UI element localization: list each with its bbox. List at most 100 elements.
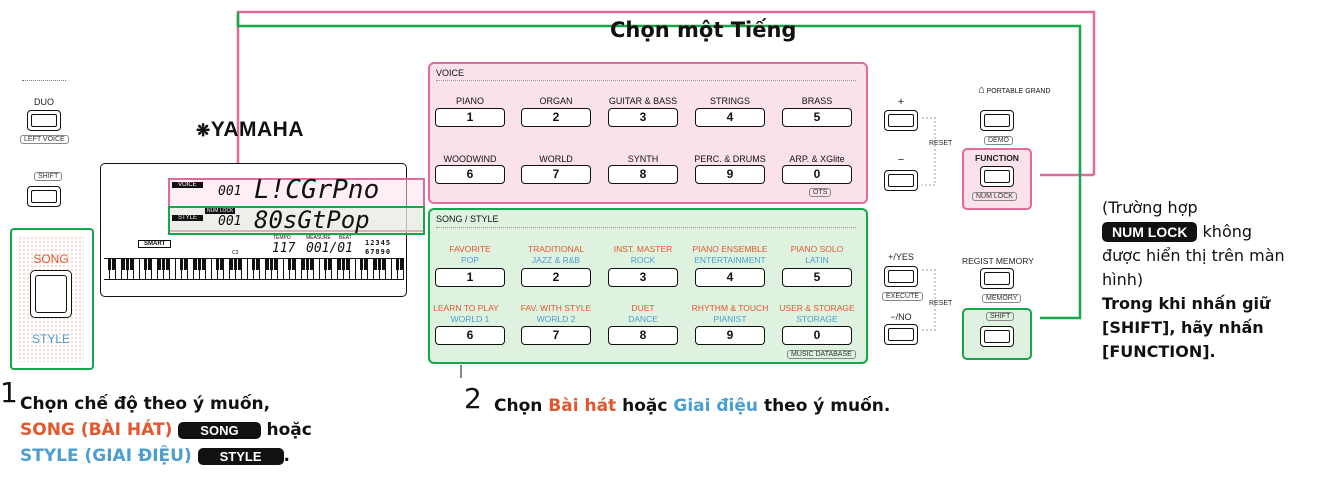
smart-badge: SMART — [138, 240, 172, 248]
divider — [22, 80, 66, 81]
voice-cat-strings: STRINGS — [709, 96, 751, 106]
voice-button-0[interactable]: 0 — [782, 165, 852, 184]
song-button-2[interactable]: 2 — [521, 268, 591, 287]
step1-style-line: STYLE (GIAI ĐIỆU) STYLE. — [20, 446, 290, 466]
song-button-5[interactable]: 5 — [782, 268, 852, 287]
song-button-1[interactable]: 1 — [435, 268, 505, 287]
song-cat-piano-solo: PIANO SOLO — [790, 244, 844, 254]
style-cat-world2: WORLD 2 — [536, 314, 576, 324]
function-button[interactable] — [980, 166, 1014, 187]
style-number: 001 — [218, 214, 242, 229]
voice-button-4[interactable]: 4 — [695, 108, 765, 127]
voice-cat-brass: BRASS — [801, 96, 833, 106]
ots-label: OTS — [809, 188, 832, 197]
measure-value: 001/01 — [306, 241, 353, 256]
style-tag: STYLE — [172, 215, 204, 221]
tempo-label: TEMPO — [273, 235, 291, 241]
voice-tag: VOICE — [172, 182, 203, 188]
voice-button-1[interactable]: 1 — [435, 108, 505, 127]
music-database-label: MUSIC DATABASE — [787, 350, 856, 359]
step1-style-badge: STYLE — [197, 448, 284, 465]
note-line-4: hình) — [1102, 270, 1144, 289]
note-line-1: (Trường hợp — [1102, 198, 1198, 217]
style-cat-pop: POP — [461, 255, 479, 265]
song-cat-user-storage: USER & STORAGE — [779, 303, 855, 313]
voice-cat-perc-drums: PERC. & DRUMS — [694, 154, 766, 164]
style-cat-entertainment: ENTERTAINMENT — [694, 255, 766, 265]
shift-left-button[interactable] — [27, 186, 61, 207]
voice-number: 001 — [218, 184, 242, 199]
regist-memory-label: REGIST MEMORY — [962, 256, 1034, 266]
voice-button-6[interactable]: 6 — [435, 165, 505, 184]
song-button-8[interactable]: 8 — [608, 326, 678, 345]
shift-right-button[interactable] — [980, 326, 1014, 347]
note-line-3: được hiển thị trên màn — [1102, 246, 1285, 265]
song-cat-rhythm-touch: RHYTHM & TOUCH — [691, 303, 769, 313]
voice-heading: VOICE — [436, 68, 465, 78]
song-button-4[interactable]: 4 — [695, 268, 765, 287]
duo-label: DUO — [34, 97, 54, 107]
song-button-6[interactable]: 6 — [435, 326, 505, 345]
voice-button-2[interactable]: 2 — [521, 108, 591, 127]
step1-end: . — [283, 446, 291, 466]
step2-number: 2 — [464, 382, 482, 415]
voice-cat-woodwind: WOODWIND — [443, 154, 497, 164]
yes-button[interactable] — [884, 266, 918, 287]
portable-grand-label: ⌂ PORTABLE GRAND — [978, 84, 1051, 96]
song-button-9[interactable]: 9 — [695, 326, 765, 345]
left-voice-label: LEFT VOICE — [20, 135, 69, 144]
voice-button-8[interactable]: 8 — [608, 165, 678, 184]
plus-button[interactable] — [884, 110, 918, 131]
voice-button-3[interactable]: 3 — [608, 108, 678, 127]
song-button-3[interactable]: 3 — [608, 268, 678, 287]
voice-button-7[interactable]: 7 — [521, 165, 591, 184]
song-button-0[interactable]: 0 — [782, 326, 852, 345]
num-lock-label: NUM LOCK — [972, 192, 1017, 201]
style-mode-label: STYLE — [31, 332, 70, 346]
style-cat-rock: ROCK — [630, 255, 656, 265]
step1-or: hoặc — [266, 420, 312, 440]
regist-memory-button[interactable] — [980, 268, 1014, 289]
song-style-button[interactable] — [30, 270, 72, 318]
style-cat-latin: LATIN — [805, 255, 829, 265]
no-button[interactable] — [884, 324, 918, 345]
reset-label: RESET — [929, 140, 953, 147]
step1-style-text: STYLE (GIAI ĐIỆU) — [20, 446, 192, 466]
voice-button-5[interactable]: 5 — [782, 108, 852, 127]
style-cat-pianist: PIANIST — [713, 314, 747, 324]
portable-grand-button[interactable] — [980, 110, 1014, 131]
shift-left-label: SHIFT — [34, 172, 63, 181]
black-keys — [104, 258, 404, 270]
plus-label: + — [897, 96, 905, 108]
note-bold-2: [SHIFT], hãy nhấn — [1102, 318, 1264, 337]
beat-grid-bottom: 67890 — [365, 248, 392, 256]
step2-style: Giai điệu — [673, 396, 759, 416]
song-cat-inst-master: INST. MASTER — [613, 244, 673, 254]
voice-name: L!CGrPno — [254, 175, 380, 205]
voice-cat-guitar-bass: GUITAR & BASS — [608, 96, 678, 106]
function-label: FUNCTION — [975, 153, 1019, 163]
duo-button[interactable] — [27, 110, 61, 131]
grand-piano-icon: ⌂ — [978, 84, 985, 96]
song-button-7[interactable]: 7 — [521, 326, 591, 345]
beat-grid-top: 12345 — [365, 239, 392, 247]
step1-text: Chọn chế độ theo ý muốn, — [20, 394, 271, 414]
voice-button-9[interactable]: 9 — [695, 165, 765, 184]
step1-number: 1 — [0, 376, 18, 409]
note-bold-3: [FUNCTION]. — [1102, 342, 1216, 361]
song-cat-duet: DUET — [631, 303, 655, 313]
voice-cat-world: WORLD — [539, 154, 573, 164]
execute-label: EXECUTE — [882, 292, 924, 301]
minus-button[interactable] — [884, 170, 918, 191]
step1-song-badge: SONG — [178, 422, 261, 439]
song-cat-piano-ensemble: PIANO ENSEMBLE — [692, 244, 768, 254]
num-lock-badge: NUM LOCK — [1102, 222, 1198, 242]
style-cat-storage: STORAGE — [796, 314, 838, 324]
step1-song-line: SONG (BÀI HÁT) SONG hoặc — [20, 420, 312, 440]
song-cat-traditional: TRADITIONAL — [527, 244, 585, 254]
song-cat-favorite: FAVORITE — [449, 244, 491, 254]
tempo-value: 117 — [272, 241, 296, 256]
style-cat-world1: WORLD 1 — [450, 314, 490, 324]
step2-text: Chọn Bài hát hoặc Giai điệu theo ý muốn. — [494, 396, 891, 416]
page-title: Chọn một Tiếng — [610, 18, 797, 42]
